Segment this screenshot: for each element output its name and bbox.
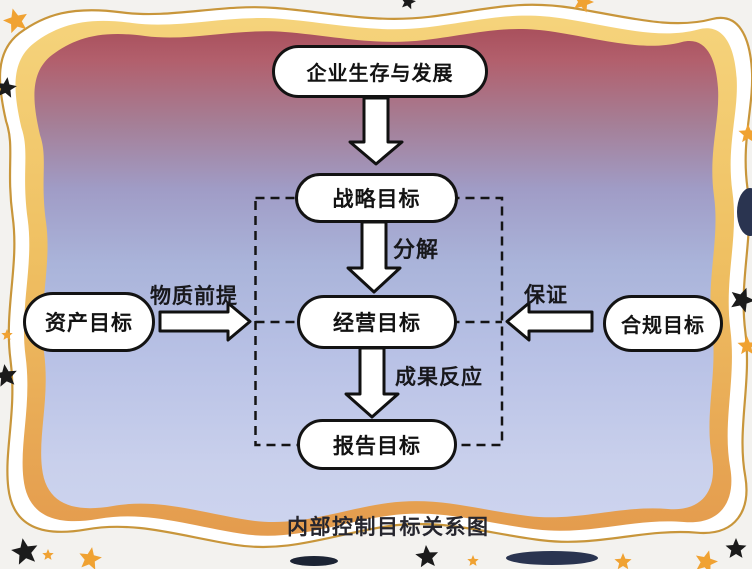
edge-label-decompose: 分解 (393, 237, 440, 262)
navy-accent-bottom-left (290, 556, 338, 566)
arrow-down-root-to-strategic (348, 96, 404, 166)
edge-label-guarantee: 保证 (524, 284, 568, 307)
node-enterprise-survival: 企业生存与发展 (272, 45, 488, 98)
arrow-down-operation-to-report (344, 346, 400, 419)
arrow-right-asset-to-operation (158, 301, 252, 342)
edge-label-material-premise: 物质前提 (150, 285, 238, 308)
node-strategic-goal: 战略目标 (295, 173, 458, 223)
node-asset-goal: 资产目标 (23, 292, 155, 352)
node-report-goal: 报告目标 (297, 419, 457, 470)
navy-accent-bottom-right (506, 551, 598, 565)
edge-label-result-feedback: 成果反应 (395, 366, 483, 389)
arrow-left-compliance-to-operation (505, 301, 594, 342)
arrow-down-strategic-to-operation (346, 220, 402, 294)
diagram-title: 内部控制目标关系图 (287, 516, 490, 539)
node-compliance-goal: 合规目标 (603, 295, 723, 352)
navy-accent-right (737, 188, 752, 236)
node-operation-goal: 经营目标 (297, 295, 457, 349)
